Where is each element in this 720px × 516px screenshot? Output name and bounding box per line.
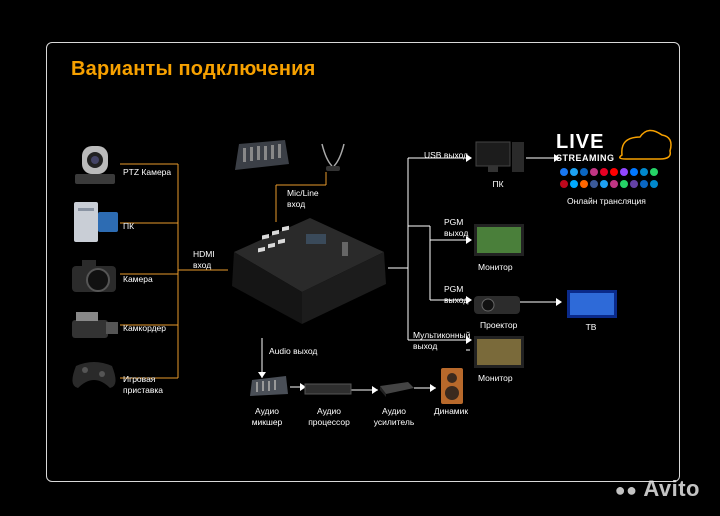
avito-watermark: ●● Avito <box>614 476 700 501</box>
camera-label: Камера <box>123 274 153 284</box>
pc-output-label: ПК <box>492 179 504 189</box>
tv-icon <box>567 290 617 318</box>
video-switcher-device <box>232 218 386 324</box>
content-frame <box>46 42 680 482</box>
speaker-label: Динамик <box>433 406 469 416</box>
tv-label: ТВ <box>585 322 597 332</box>
audio-processor-icon <box>304 383 352 395</box>
audio-processor-label: Аудио процессор <box>308 406 350 427</box>
watermark-text: Avito <box>643 476 700 501</box>
pc-source-label: ПК <box>123 221 135 231</box>
streaming-text: STREAMING <box>556 153 615 163</box>
audio-amplifier-label: Аудио усилитель <box>373 406 415 427</box>
cloud-icon <box>560 129 672 188</box>
audio-out-label: Audio выход <box>269 346 318 356</box>
ptz-camera-icon <box>75 146 115 184</box>
console-label: Игровая приставка <box>123 374 164 395</box>
live-text: LIVE <box>556 131 605 153</box>
monitor2-icon <box>474 336 524 368</box>
projector-icon <box>474 296 520 314</box>
audio-mixer-icon <box>250 376 288 396</box>
microphone-icon <box>321 143 345 171</box>
page-title: Варианты подключения <box>71 58 316 80</box>
camcorder-label: Камкордер <box>123 323 167 333</box>
projector-label: Проектор <box>480 320 518 330</box>
audio-mixer-label: Аудио микшер <box>251 406 283 427</box>
pc-output-icon <box>475 141 524 172</box>
hdmi-in-label: HDMI вход <box>193 249 215 270</box>
live-streaming-logo: LIVE STREAMING <box>556 125 676 205</box>
audio-amplifier-icon <box>380 382 414 397</box>
camcorder-icon <box>72 312 118 338</box>
micline-label: Mic/Line вход <box>287 188 319 209</box>
multiview-label: Мультиконный выход <box>413 330 471 351</box>
pc-icon <box>74 202 118 242</box>
monitor1-icon <box>474 224 524 256</box>
pgm2-label: PGM выход <box>444 284 469 305</box>
camera-icon <box>72 260 116 292</box>
monitor1-label: Монитор <box>478 262 513 272</box>
gamepad-icon <box>72 362 116 388</box>
ptz-label: PTZ Камера <box>123 167 172 177</box>
usb-out-label: USB выход <box>424 150 469 160</box>
speaker-icon <box>441 368 463 404</box>
monitor2-label: Монитор <box>478 373 513 383</box>
stream-arrow <box>554 154 560 162</box>
usb-arrow <box>466 154 472 162</box>
audio-mixer-top-icon <box>235 140 289 170</box>
pgm1-label: PGM выход <box>444 217 469 238</box>
streaming-caption: Онлайн трансляция <box>567 196 646 206</box>
